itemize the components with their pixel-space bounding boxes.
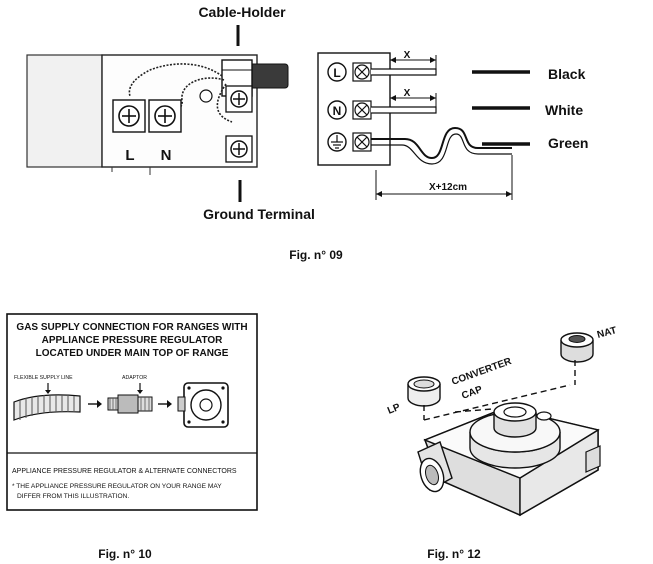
- terminal-n-label: N: [161, 147, 172, 164]
- fig10-gas-supply-panel: GAS SUPPLY CONNECTION FOR RANGES WITH AP…: [6, 313, 258, 511]
- green-wire-bend: [371, 126, 512, 160]
- screw-n: [352, 100, 372, 120]
- label-converter: CONVERTER: [450, 356, 513, 388]
- symbol-l: L: [333, 66, 340, 80]
- flexible-supply-line: [13, 394, 81, 421]
- ground-terminal-label: Ground Terminal: [203, 206, 315, 222]
- pressure-regulator: [177, 382, 229, 428]
- label-cap: CAP: [460, 384, 484, 402]
- wire-white-label: White: [545, 102, 583, 118]
- adaptor-label: ADAPTOR: [122, 375, 147, 381]
- terminal-l: [112, 99, 146, 133]
- symbol-n-circle: [327, 100, 347, 120]
- gas-pressure-regulator-body: [417, 402, 601, 517]
- guide-converter-line: [423, 384, 571, 421]
- fig12-caption: Fig. n° 12: [427, 547, 481, 561]
- wire-ground: [216, 83, 233, 123]
- terminal-ground: [225, 135, 253, 163]
- wire-l: [128, 63, 223, 97]
- fig10-footer-line2: * THE APPLIANCE PRESSURE REGULATOR ON YO…: [12, 483, 222, 490]
- fig10-footer-line3: DIFFER FROM THIS ILLUSTRATION.: [17, 493, 129, 500]
- fig10-title-line3: LOCATED UNDER MAIN TOP OF RANGE: [36, 348, 229, 359]
- dim-x-mid: X: [404, 88, 411, 99]
- wire-green-label: Green: [548, 135, 588, 151]
- symbol-n: N: [333, 104, 342, 118]
- symbol-l-circle: [327, 62, 347, 82]
- wire-black-label: Black: [548, 66, 586, 82]
- fig09-terminal-block-diagram: Cable-Holder: [26, 4, 315, 222]
- housing-left: [26, 54, 103, 168]
- lp-cap: [407, 376, 441, 407]
- ground-symbol-icon: [327, 132, 347, 152]
- terminal-l-label: L: [125, 147, 134, 164]
- label-lp: LP: [386, 402, 402, 417]
- fig10-caption: Fig. n° 10: [98, 547, 152, 561]
- wire-stub-l: [371, 68, 437, 76]
- fig12-regulator-converter: LP CONVERTER CAP NAT: [386, 325, 618, 517]
- fig10-footer-line1: APPLIANCE PRESSURE REGULATOR & ALTERNATE…: [12, 468, 237, 475]
- adaptor-fitting: [107, 394, 153, 414]
- fig09-wiring-schematic: L N: [317, 50, 588, 200]
- fig09-caption: Fig. n° 09: [289, 248, 343, 262]
- flexible-supply-line-label: FLEXIBLE SUPPLY LINE: [14, 375, 73, 381]
- wire-n: [159, 77, 225, 110]
- screw-ground: [352, 132, 372, 152]
- fig10-title-line2: APPLIANCE PRESSURE REGULATOR: [42, 335, 224, 346]
- green-wire-bend-outline: [371, 133, 512, 165]
- cable-holder-label: Cable-Holder: [198, 4, 286, 20]
- dim-x-top: X: [404, 50, 411, 61]
- nat-cap: [560, 332, 594, 363]
- dim-x12: X+12cm: [429, 182, 467, 193]
- screw-l: [352, 62, 372, 82]
- fig10-title-line1: GAS SUPPLY CONNECTION FOR RANGES WITH: [16, 322, 247, 333]
- wire-stub-n: [371, 106, 437, 114]
- terminal-n: [148, 99, 182, 133]
- label-nat: NAT: [596, 325, 618, 341]
- terminal-clamp-screw: [225, 85, 253, 113]
